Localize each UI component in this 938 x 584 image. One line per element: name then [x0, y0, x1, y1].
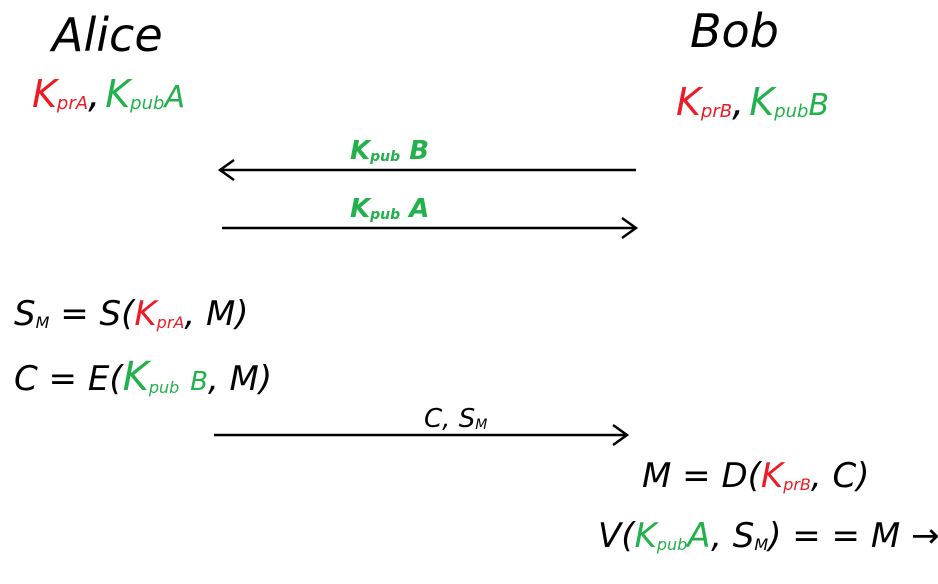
message-2-label: Kpub A	[350, 194, 430, 224]
bob-private-key: KprB	[676, 80, 733, 124]
alice-private-key: KprA	[32, 72, 89, 116]
alice-keys: KprA, KpubA	[32, 72, 185, 116]
decrypt-equation: M = D(KprB, C)	[642, 456, 870, 496]
bob-name: Bob	[690, 4, 779, 58]
encrypt-equation: C = E(Kpub B, M)	[14, 354, 273, 400]
verify-equation: V(KpubA, SM) = = M →✓	[598, 516, 938, 556]
bob-keys: KprB, KpubB	[676, 80, 830, 124]
sign-equation: SM = S(KprA, M)	[14, 294, 249, 334]
bob-public-key: KpubB	[749, 80, 830, 124]
alice-public-key: KpubA	[105, 72, 185, 116]
message-3-label: C, SM	[424, 404, 488, 434]
message-1-label: Kpub B	[350, 136, 430, 166]
alice-name: Alice	[52, 8, 163, 62]
